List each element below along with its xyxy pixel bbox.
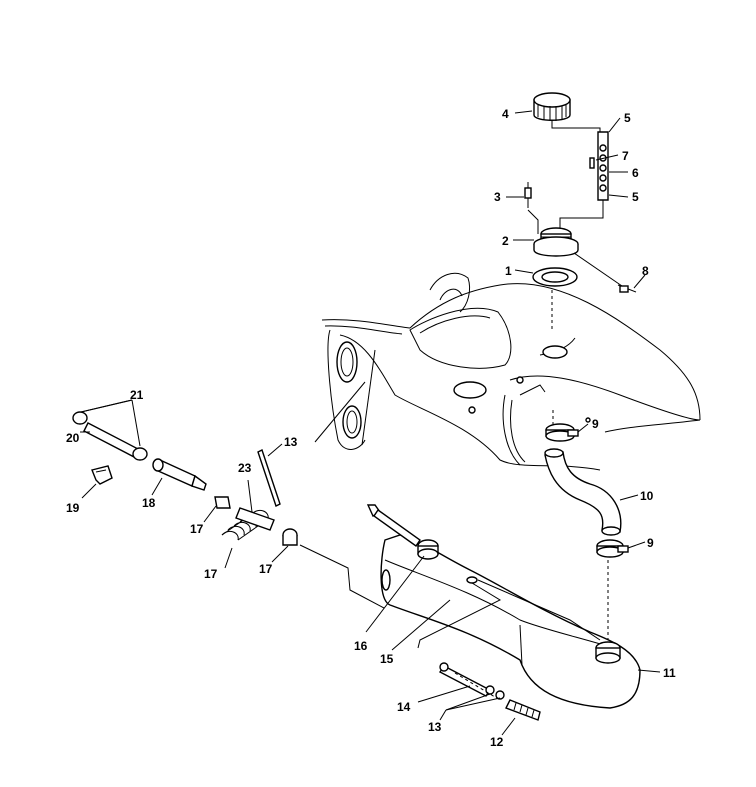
callout-9-top: 9 xyxy=(592,417,599,431)
callout-1: 1 xyxy=(505,264,512,278)
callout-21: 20 xyxy=(66,431,80,445)
filler-neck xyxy=(533,227,579,257)
callout-17-bottom: 17 xyxy=(259,562,273,576)
screw-8 xyxy=(617,284,637,293)
callout-14: 14 xyxy=(397,700,411,714)
sleeve-17a xyxy=(214,496,231,509)
callout-13-bottom: 13 xyxy=(428,720,442,734)
callout-19: 18 xyxy=(142,496,156,510)
callout-10: 10 xyxy=(640,489,654,503)
callout-5-bottom: 5 xyxy=(632,190,639,204)
callout-22: 21 xyxy=(130,388,144,402)
cap-tether xyxy=(589,131,609,201)
callout-15: 15 xyxy=(380,652,394,666)
callout-11: 11 xyxy=(663,666,676,680)
callout-17-top: 17 xyxy=(190,522,204,536)
tank-neck xyxy=(595,641,621,664)
chassis-frame xyxy=(314,272,701,471)
callout-8: 8 xyxy=(642,264,649,278)
filler-cap xyxy=(533,92,571,121)
clip-20 xyxy=(91,465,113,485)
callout-13-top: 13 xyxy=(284,435,298,449)
leader-lines xyxy=(80,110,661,736)
drain-tube xyxy=(438,662,505,700)
hose xyxy=(544,448,622,536)
callout-2: 2 xyxy=(502,234,509,248)
sleeve-17b xyxy=(282,528,298,546)
drain-plug xyxy=(505,699,541,721)
tube-23 xyxy=(235,507,275,531)
tube-21 xyxy=(72,411,148,461)
callout-23: 23 xyxy=(238,461,252,475)
callout-6: 6 xyxy=(632,166,639,180)
valve-19 xyxy=(152,458,207,491)
callout-18: 17 xyxy=(204,567,218,581)
gasket xyxy=(532,267,578,287)
vent-fitting xyxy=(366,504,439,560)
callout-20: 19 xyxy=(66,501,80,515)
callout-5-top: 5 xyxy=(624,111,631,125)
oil-tank xyxy=(299,534,641,709)
callouts: 4 5 7 6 5 3 2 1 8 9 10 9 11 12 13 14 15 … xyxy=(66,107,676,749)
callout-3: 3 xyxy=(494,190,501,204)
callout-4: 4 xyxy=(502,107,509,121)
callout-7: 7 xyxy=(622,149,629,163)
callout-12: 12 xyxy=(490,735,504,749)
hose-clamp-top xyxy=(545,423,579,442)
screw xyxy=(524,182,532,208)
callout-9-bottom: 9 xyxy=(647,536,654,550)
tank-fitting xyxy=(466,576,478,584)
hose-clamp-bottom xyxy=(596,539,629,558)
callout-16: 16 xyxy=(354,639,368,653)
rod-13 xyxy=(257,449,281,507)
